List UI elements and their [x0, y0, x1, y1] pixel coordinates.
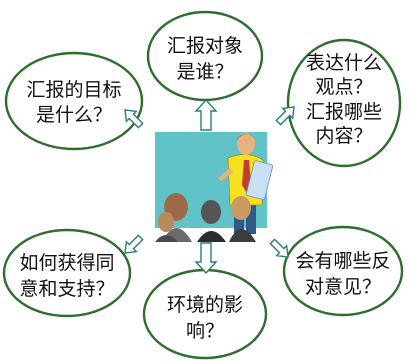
bubble-top-right-line-3: 汇报哪些: [306, 101, 382, 123]
bubble-bottom-left: 如何获得同 意和支持？: [2, 228, 132, 318]
bubble-top-left-line-1: 汇报的目标: [26, 79, 121, 101]
bubble-bottom: 环境的影 响？: [142, 268, 268, 360]
presenter-head: [237, 133, 255, 155]
presentation-meeting-illustration: [155, 132, 274, 242]
document-icon: [245, 160, 274, 200]
arrow-up-right-icon: [275, 106, 295, 126]
bubble-top-right-line-1: 表达什么: [306, 52, 382, 74]
bubble-bottom-right: 会有哪些反 对意见？: [282, 225, 404, 317]
bubble-bottom-line-2: 响？: [186, 320, 224, 342]
bubble-top-right-line-2: 观点？: [315, 76, 372, 98]
bubble-top: 汇报对象 是谁？: [146, 10, 264, 102]
bubble-bottom-right-line-1: 会有哪些反: [295, 250, 390, 272]
bubble-bottom-left-line-2: 意和支持？: [19, 278, 114, 300]
bubble-top-line-2: 是谁？: [176, 61, 233, 83]
bubble-top-right-line-4: 内容？: [315, 125, 372, 147]
bubble-top-left-line-2: 是什么？: [36, 104, 112, 126]
arrow-down-right-icon: [269, 238, 289, 258]
arrow-up-icon: [194, 98, 218, 131]
bubble-top-left: 汇报的目标 是什么？: [4, 51, 144, 151]
bubble-bottom-line-1: 环境的影: [167, 294, 243, 316]
arrow-down-icon: [194, 242, 218, 275]
bubble-bottom-right-line-2: 对意见？: [305, 276, 381, 298]
bubble-top-line-1: 汇报对象: [167, 35, 243, 57]
audience: [155, 193, 256, 242]
bubble-bottom-left-line-1: 如何获得同: [19, 252, 114, 274]
arrow-up-left-icon: [124, 109, 144, 129]
arrow-down-left-icon: [124, 234, 144, 254]
bubble-top-right: 表达什么 观点？ 汇报哪些 内容？: [286, 38, 402, 168]
